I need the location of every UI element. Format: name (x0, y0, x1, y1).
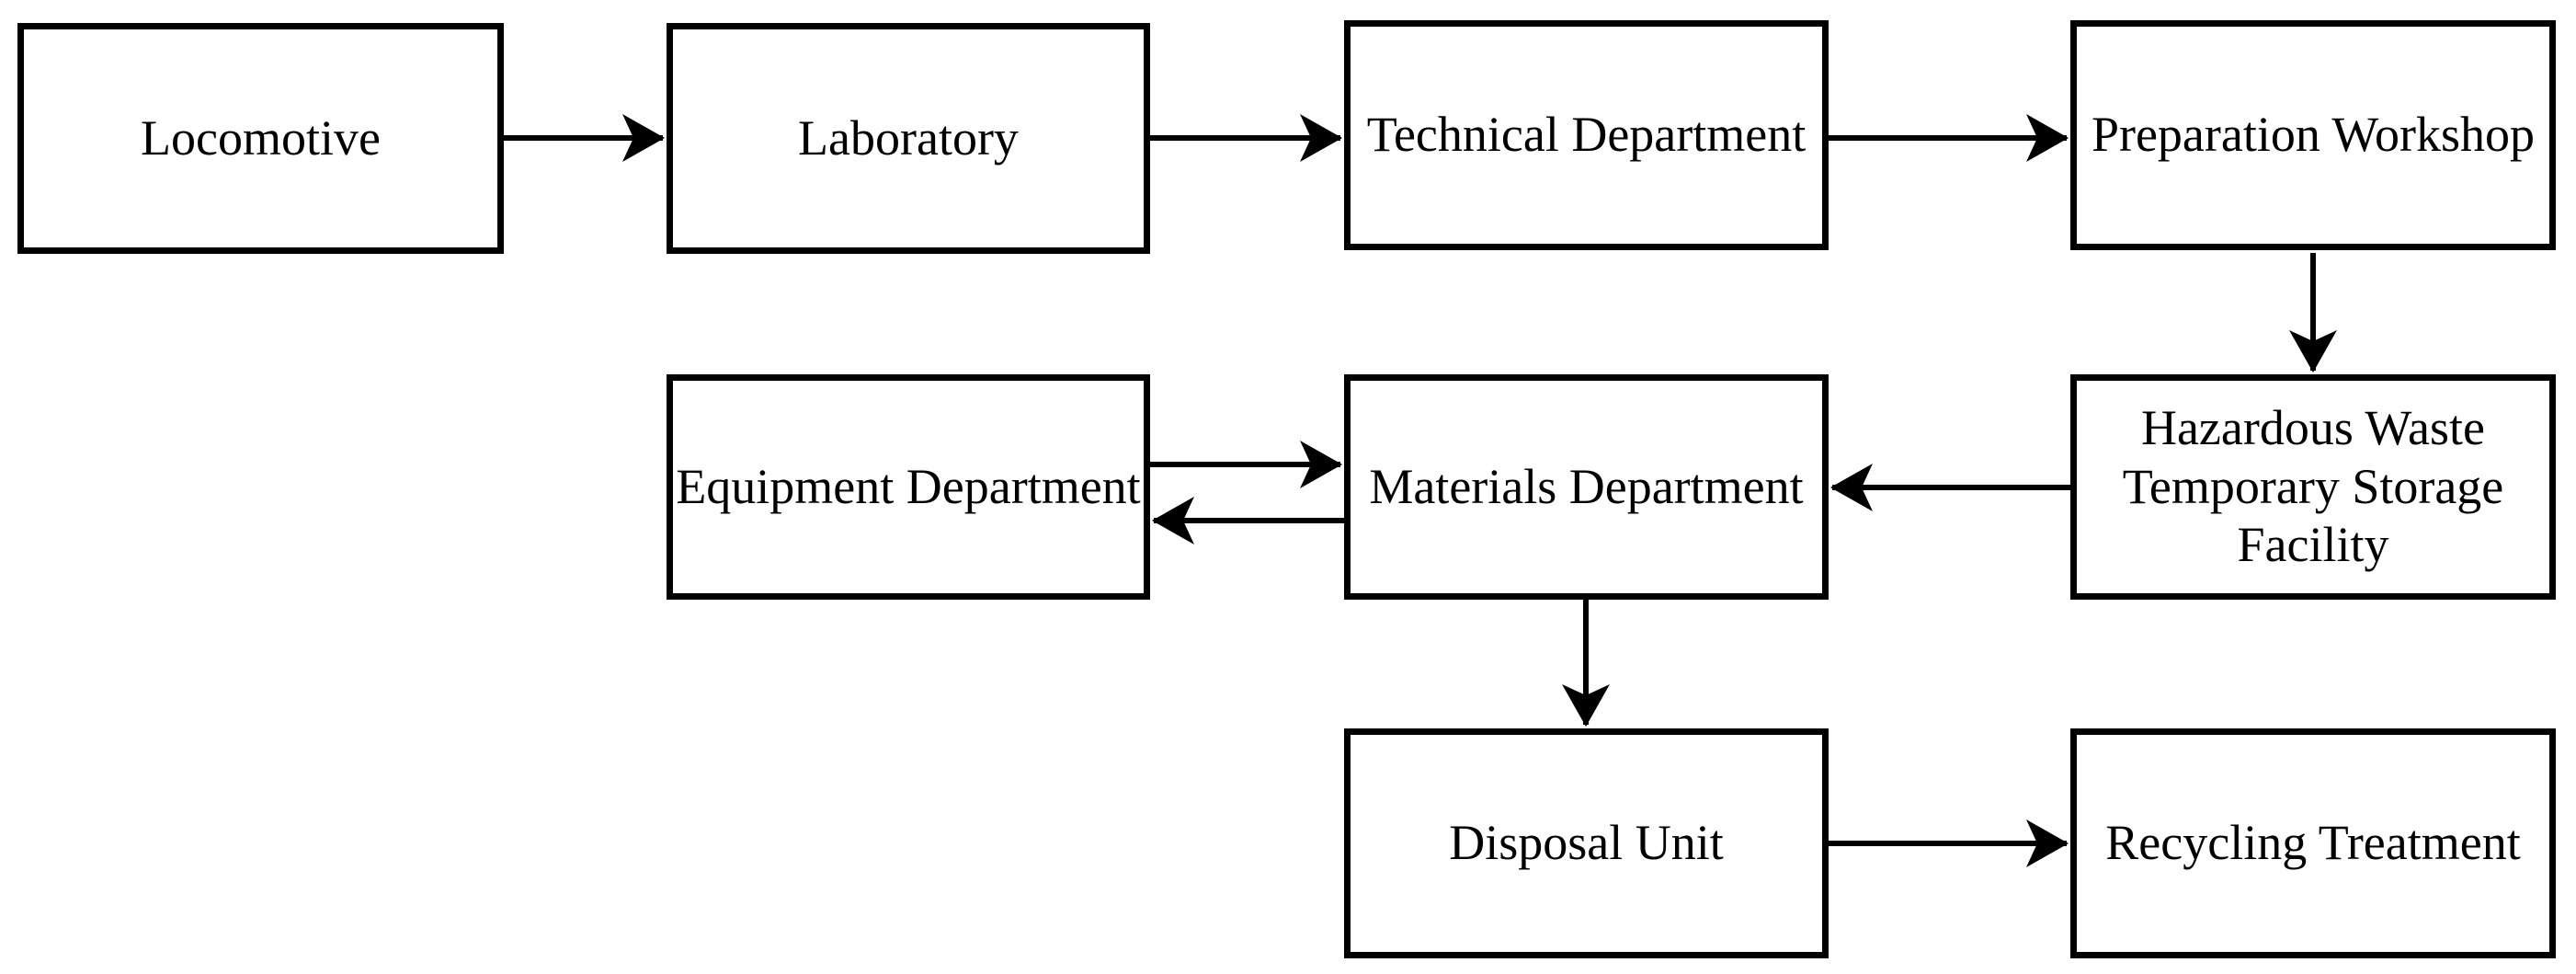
node-laboratory: Laboratory (667, 23, 1150, 254)
node-materials-department-label: Materials Department (1369, 458, 1804, 514)
node-equipment-department-label: Equipment Department (676, 458, 1141, 514)
node-technical-department-label: Technical Department (1366, 107, 1807, 163)
node-locomotive-label: Locomotive (141, 109, 381, 166)
node-preparation-workshop-label: Preparation Workshop (2091, 107, 2536, 163)
node-disposal-unit-label: Disposal Unit (1449, 815, 1724, 871)
node-hazardous-waste-storage-label: Hazardous Waste Temporary Storage Facili… (2122, 399, 2504, 573)
node-locomotive: Locomotive (17, 23, 504, 254)
node-laboratory-label: Laboratory (798, 109, 1019, 166)
node-preparation-workshop: Preparation Workshop (2070, 20, 2556, 250)
node-technical-department: Technical Department (1344, 20, 1829, 250)
node-disposal-unit: Disposal Unit (1344, 728, 1829, 958)
node-recycling-treatment: Recycling Treatment (2070, 728, 2556, 958)
node-equipment-department: Equipment Department (667, 374, 1150, 600)
node-materials-department: Materials Department (1344, 374, 1829, 600)
node-hazardous-waste-storage: Hazardous Waste Temporary Storage Facili… (2070, 374, 2556, 600)
node-recycling-treatment-label: Recycling Treatment (2105, 815, 2521, 871)
